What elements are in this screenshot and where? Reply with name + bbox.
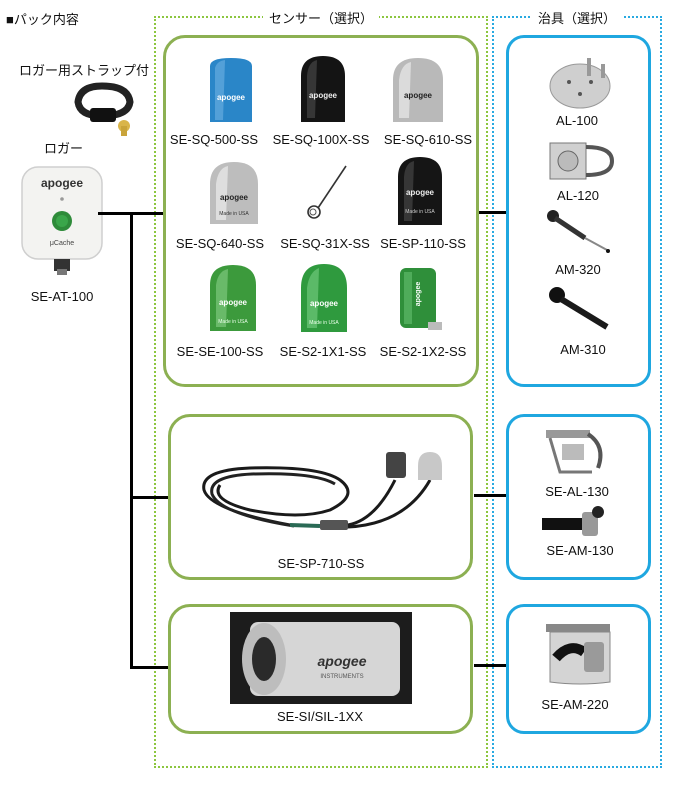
svg-text:apogee: apogee <box>217 93 246 102</box>
svg-text:apogee: apogee <box>415 282 422 307</box>
sensor-image-se100: apogee Made in USA <box>210 265 256 331</box>
fixture-label: SE-AM-220 <box>541 697 609 712</box>
sensor-image-sp110: apogee Made in USA <box>398 157 442 225</box>
svg-text:Made in USA: Made in USA <box>309 320 339 326</box>
logger-device-text: μCache <box>50 240 74 247</box>
fixture-image-am320 <box>547 210 610 253</box>
sensor-label: SE-SP-110-SS <box>380 236 466 251</box>
connector-to-fixtures-top <box>478 211 508 214</box>
sensor-label: SE-S2-1X2-SS <box>379 344 467 359</box>
svg-text:apogee: apogee <box>220 193 249 202</box>
svg-text:apogee: apogee <box>317 653 366 669</box>
connector-to-si <box>130 666 170 669</box>
fixture-image-al100 <box>549 58 611 109</box>
connector-to-fixtures-bottom <box>474 664 508 667</box>
svg-text:Made in USA: Made in USA <box>405 209 435 215</box>
logger-brand: apogee <box>41 176 83 190</box>
fixture-image-am310 <box>549 287 609 330</box>
strap-label: ロガー用ストラップ付 <box>18 63 150 78</box>
sensor-label: SE-SI/SIL-1XX <box>277 709 363 724</box>
svg-text:Made in USA: Made in USA <box>219 211 249 217</box>
svg-text:apogee: apogee <box>219 298 248 307</box>
fixture-label: SE-AM-130 <box>546 543 614 558</box>
fixture-image-se-am220 <box>546 624 611 685</box>
sensor-image-s2-1x2: apogee <box>400 268 442 330</box>
sensor-image-sq610: apogee <box>393 58 443 122</box>
logger-device-image: apogee μCache <box>21 166 103 275</box>
sensor-label: SE-SQ-610-SS <box>383 132 473 147</box>
logger-model: SE-AT-100 <box>30 289 94 304</box>
fixture-label: AM-320 <box>555 262 601 277</box>
sensor-image-sq640: apogee Made in USA <box>210 162 258 224</box>
sensor-label: SE-SP-710-SS <box>277 556 365 571</box>
sensor-label: SE-SQ-100X-SS <box>272 132 370 147</box>
sensors-group-title: センサー（選択） <box>262 8 380 27</box>
sensor-image-sq500: apogee <box>210 58 252 122</box>
svg-text:apogee: apogee <box>310 299 339 308</box>
fixture-image-se-al130 <box>546 430 603 474</box>
sensor-label: SE-SE-100-SS <box>176 344 264 359</box>
fixture-image-se-am130 <box>542 506 604 536</box>
sensor-label: SE-SQ-640-SS <box>175 236 265 251</box>
svg-text:apogee: apogee <box>404 91 433 100</box>
sensor-image-sp710 <box>202 452 442 530</box>
sensor-image-sq31x <box>307 165 347 219</box>
pack-title: ■パック内容 <box>6 12 79 27</box>
svg-text:Made in USA: Made in USA <box>218 319 248 325</box>
sensor-label: SE-SQ-31X-SS <box>280 236 370 251</box>
svg-text:INSTRUMENTS: INSTRUMENTS <box>320 674 363 680</box>
fixture-label: AL-120 <box>557 188 599 203</box>
sensor-image-si: apogee INSTRUMENTS <box>230 612 412 704</box>
connector-to-fixtures-mid <box>474 494 508 497</box>
fixtures-group-title: 治具（選択） <box>531 8 623 27</box>
connector-trunk <box>130 212 133 669</box>
fixture-label: AM-310 <box>560 342 606 357</box>
connector-to-sp710 <box>130 496 170 499</box>
sensor-label: SE-S2-1X1-SS <box>279 344 367 359</box>
svg-text:apogee: apogee <box>309 91 338 100</box>
fixture-label: AL-100 <box>556 113 598 128</box>
sensor-image-s2-1x1: apogee Made in USA <box>301 264 347 332</box>
sensor-image-sq100x: apogee <box>301 56 345 122</box>
fixture-label: SE-AL-130 <box>545 484 609 499</box>
fixtures-mid-box <box>506 414 651 580</box>
svg-text:apogee: apogee <box>406 188 435 197</box>
sensor-label: SE-SQ-500-SS <box>169 132 259 147</box>
logger-label: ロガー <box>44 141 84 156</box>
fixture-image-al120 <box>549 142 615 180</box>
strap-image <box>74 82 134 136</box>
